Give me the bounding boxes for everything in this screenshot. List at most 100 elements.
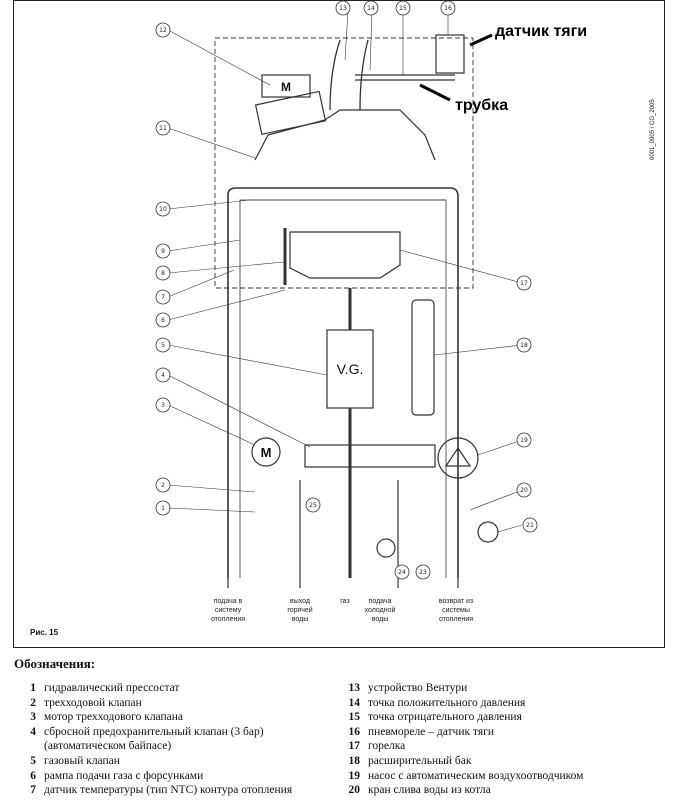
svg-text:3: 3 (161, 402, 165, 409)
svg-text:25: 25 (309, 502, 317, 509)
legend-item: 13 устройство Вентури (342, 681, 468, 695)
legend-text: насос с автоматическим воздухоотводчиком (368, 769, 584, 782)
legend-text: устройство Вентури (368, 682, 468, 694)
legend-number: 15 (348, 711, 361, 724)
legend-text: точка положительного давления (368, 696, 526, 709)
callout-23: 23 (415, 564, 431, 580)
svg-text:6: 6 (161, 317, 165, 324)
legend-text: расширительный бак (368, 755, 472, 767)
callout-13: 13 (335, 0, 351, 16)
draft-sensor-annotation: датчик тяги (495, 23, 588, 40)
legend-number: 16 (348, 725, 361, 738)
callout-7: 7 (155, 289, 171, 305)
svg-text:8: 8 (161, 270, 165, 277)
svg-text:15: 15 (399, 5, 407, 12)
callout-21: 21 (522, 517, 538, 533)
legend-number: 17 (348, 740, 361, 753)
legend-item: 17 горелка (342, 739, 406, 753)
heat-exchanger (250, 187, 445, 201)
callout-8: 8 (155, 265, 171, 281)
venturi-duct (329, 39, 341, 111)
svg-text:20: 20 (520, 487, 528, 494)
svg-text:9: 9 (161, 248, 165, 255)
svg-text:7: 7 (161, 294, 165, 301)
callout-14: 14 (363, 0, 379, 16)
legend-item: 16 пневмореле – датчик тяги (342, 725, 495, 739)
label-heating-flow: подача в систему отопления (210, 598, 246, 623)
label-gas: газ (340, 598, 350, 605)
fan-motor-box (261, 74, 311, 98)
callout-12: 12 (155, 22, 171, 38)
legend-text: кран слива воды из котла (368, 784, 491, 797)
valve-group-label: V.G. (337, 361, 364, 377)
callout-5: 5 (155, 337, 171, 353)
flue-hood (254, 109, 436, 161)
legend-item: 15 точка отрицательного давления (342, 710, 522, 724)
legend-number: 18 (348, 755, 361, 767)
label-hot-water: выход горячей воды (287, 598, 313, 623)
expansion-vessel (411, 299, 435, 416)
figure-label: Рис. 15 (30, 628, 59, 637)
legend-text: газовый клапан (44, 755, 120, 767)
callout-11: 11 (155, 120, 171, 136)
svg-text:17: 17 (520, 280, 528, 287)
svg-text:19: 19 (520, 437, 528, 444)
svg-text:5: 5 (161, 342, 165, 349)
callout-4: 4 (155, 367, 171, 383)
legend-text: рампа подачи газа с форсунками (44, 769, 204, 782)
dashed-casing (214, 37, 474, 289)
legend-text: пневмореле – датчик тяги (368, 725, 494, 738)
callout-10: 10 (155, 201, 171, 217)
label-heating-return: возврат из системы отопления (438, 598, 474, 623)
legend-number: 6 (30, 769, 36, 782)
label-cold-water: подача холодной воды (364, 598, 396, 623)
legend-item: 3 мотор трехходового клапана (22, 710, 183, 724)
diagram-frame (13, 0, 665, 648)
legend-text: горелка (368, 740, 406, 753)
fan-small (376, 538, 396, 558)
legend-title: Обозначения: (14, 656, 96, 671)
callout-17: 17 (516, 275, 532, 291)
valve-motor (251, 437, 281, 467)
callout-15: 15 (395, 0, 411, 16)
fan-motor-label: M (281, 80, 291, 94)
legend-item: 5 газовый клапан (22, 754, 120, 768)
callout-18: 18 (516, 337, 532, 353)
draft-sensor-box (435, 34, 465, 74)
callout-16: 16 (440, 0, 456, 16)
callout-19: 19 (516, 432, 532, 448)
legend-number: 3 (30, 711, 36, 724)
svg-text:16: 16 (444, 5, 452, 12)
legend-number: 20 (348, 784, 361, 797)
plate-exchanger (304, 444, 436, 468)
legend-number: 13 (348, 682, 361, 694)
heating-circuit (227, 187, 459, 578)
pump (437, 437, 479, 479)
legend-text: (автоматическом байпасе) (44, 740, 172, 753)
legend-text: сбросной предохранительный клапан (3 бар… (44, 725, 264, 738)
callout-9: 9 (155, 243, 171, 259)
svg-text:18: 18 (520, 342, 528, 349)
svg-text:14: 14 (367, 5, 375, 12)
legend-text: точка отрицательного давления (368, 711, 522, 724)
svg-text:24: 24 (398, 569, 406, 576)
callout-20: 20 (516, 482, 532, 498)
legend-item: (автоматическом байпасе) (22, 739, 171, 753)
legend-text: мотор трехходового клапана (44, 711, 184, 724)
svg-text:12: 12 (159, 27, 167, 34)
legend-item: 18 расширительный бак (342, 754, 472, 768)
svg-text:13: 13 (339, 5, 347, 12)
legend-number: 7 (30, 784, 36, 797)
legend-number: 19 (348, 769, 361, 782)
legend-number: 2 (30, 696, 36, 709)
figure-code: 0001_0905 / CG_2005 (650, 99, 656, 160)
legend-number: 5 (30, 755, 36, 767)
svg-text:1: 1 (161, 505, 165, 512)
svg-text:2: 2 (161, 482, 165, 489)
legend-text: гидравлический прессостат (44, 682, 180, 694)
